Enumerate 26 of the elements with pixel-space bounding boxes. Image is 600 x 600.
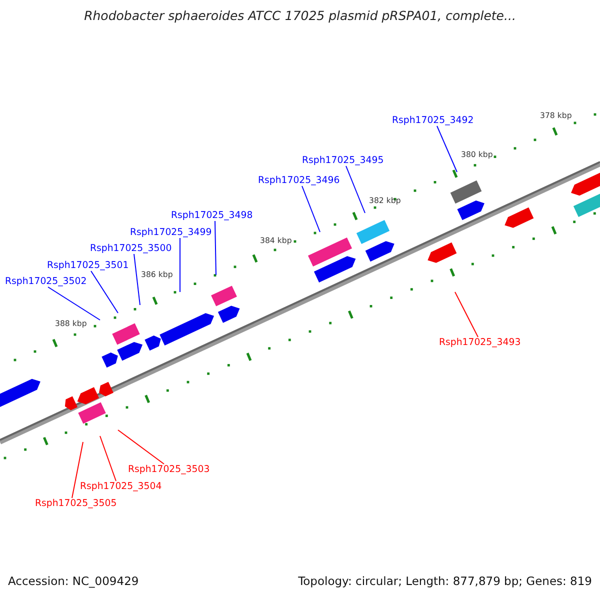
leader-line [72,442,84,498]
leader-line [436,126,458,172]
gene-label: Rsph17025_3503 [128,464,210,475]
leader-line [134,254,140,306]
gene-label: Rsph17025_3499 [130,227,212,238]
gene-label: Rsph17025_3500 [90,243,172,254]
gene-label: Rsph17025_3504 [80,481,162,492]
gene-label: Rsph17025_3501 [47,260,129,271]
leader-line [48,286,100,320]
leader-line [90,270,118,314]
footer-text: Accession: NC_009429 [8,576,139,587]
gene-label: Rsph17025_3505 [35,498,117,509]
leader-line [118,430,164,464]
gene-label: Rsph17025_3495 [302,155,384,166]
footer-text: Topology: circular; Length: 877,879 bp; Genes: 819 [298,576,592,587]
leader-line [454,292,478,338]
gene-label: Rsph17025_3498 [171,210,253,221]
leader-line [302,186,320,232]
leader-line [346,166,366,214]
leader-line [214,220,216,276]
gene-label: Rsph17025_3496 [258,175,340,186]
title: Rhodobacter sphaeroides ATCC 17025 plasmid pRSPA01, complete... [84,8,516,23]
gene-label: Rsph17025_3502 [5,276,87,287]
gene-label: Rsph17025_3492 [392,115,474,126]
gene-label: Rsph17025_3493 [439,337,521,348]
leader-line [100,436,116,482]
